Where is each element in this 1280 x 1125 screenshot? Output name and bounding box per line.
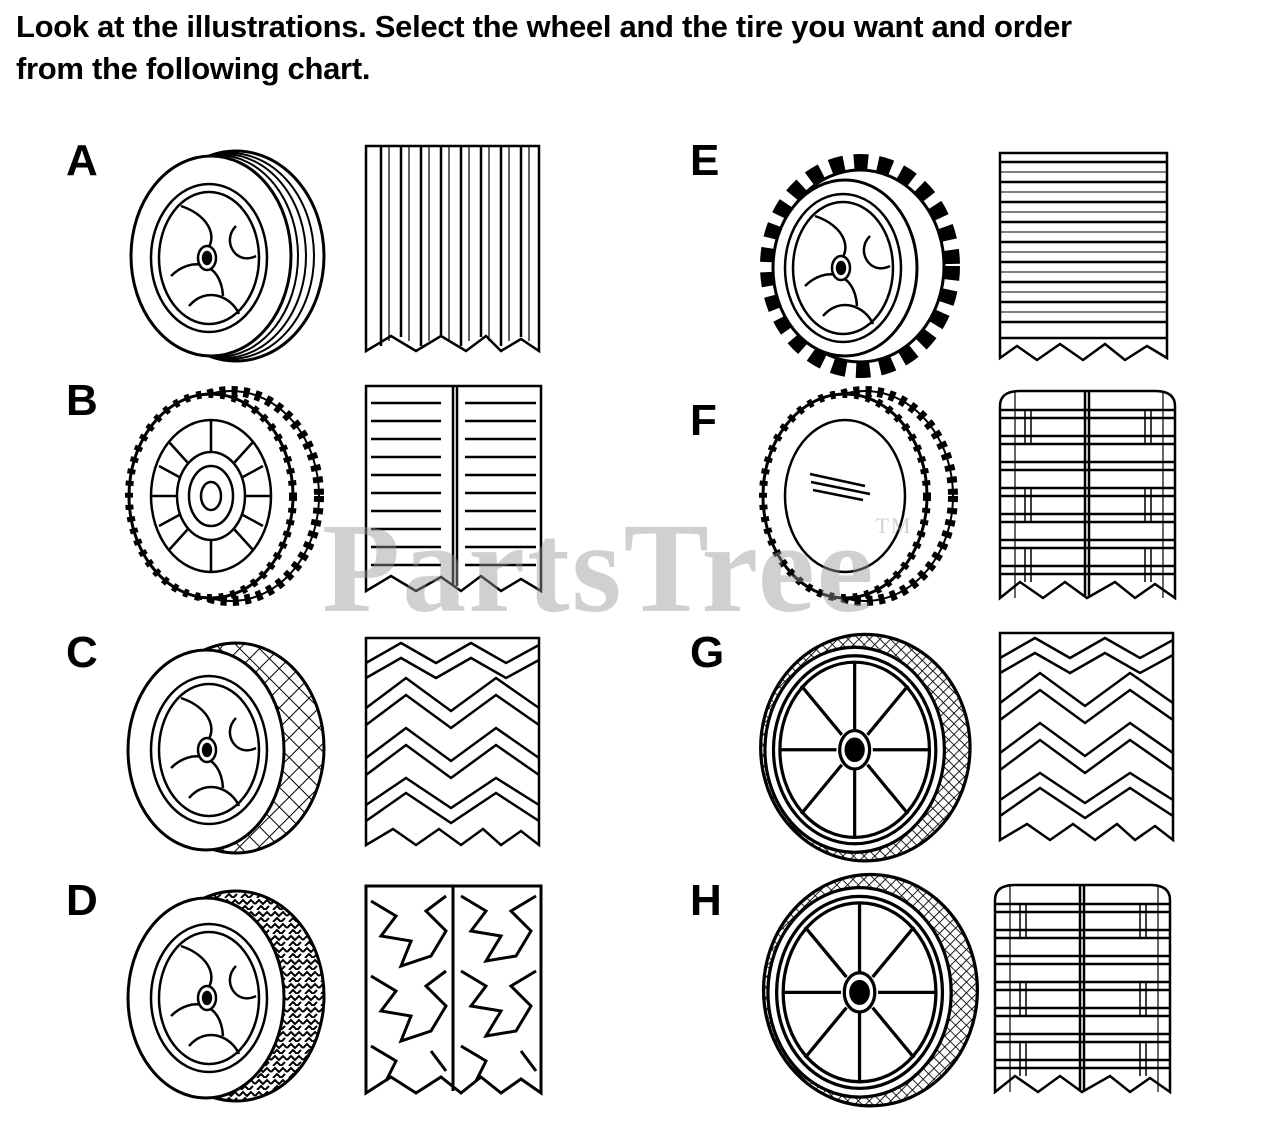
wheel-option-h: H xyxy=(690,868,1190,1108)
instructions-line-1: Look at the illustrations. Select the wh… xyxy=(16,9,1072,44)
option-letter: F xyxy=(690,396,717,445)
tread-pattern-a xyxy=(364,144,541,353)
tread-pattern-b xyxy=(364,384,543,593)
wheel-illustration-b xyxy=(111,386,331,606)
wheel-illustration-d xyxy=(126,889,326,1103)
wheel-option-g: G xyxy=(690,628,1190,863)
wheel-option-f: F xyxy=(690,386,1190,616)
wheel-option-b: B xyxy=(66,376,566,606)
wheel-option-a: A xyxy=(66,136,566,366)
option-letter: H xyxy=(690,876,722,925)
wheel-illustration-g xyxy=(759,632,972,863)
wheel-option-e: E xyxy=(690,136,1190,366)
wheel-illustration-e xyxy=(745,156,965,376)
tread-pattern-h xyxy=(993,883,1172,1094)
tread-pattern-g xyxy=(998,631,1175,842)
tread-pattern-d xyxy=(364,884,543,1095)
wheel-illustration-a xyxy=(129,149,326,363)
option-letter: B xyxy=(66,376,98,425)
option-letter: E xyxy=(690,136,720,185)
wheel-illustration-c xyxy=(126,641,326,855)
option-letter: D xyxy=(66,876,98,925)
option-letter: C xyxy=(66,628,98,677)
wheel-option-d: D xyxy=(66,876,566,1106)
tread-pattern-f xyxy=(998,389,1177,600)
wheel-illustration-f xyxy=(745,386,965,606)
option-letter: G xyxy=(690,628,725,677)
tread-pattern-c xyxy=(364,636,541,847)
wheel-option-c: C xyxy=(66,628,566,858)
wheel-illustration-h xyxy=(761,872,980,1108)
instructions-heading: Look at the illustrations. Select the wh… xyxy=(16,6,1266,90)
tread-pattern-e xyxy=(998,151,1169,362)
instructions-line-2: from the following chart. xyxy=(16,51,371,86)
option-letter: A xyxy=(66,136,98,185)
